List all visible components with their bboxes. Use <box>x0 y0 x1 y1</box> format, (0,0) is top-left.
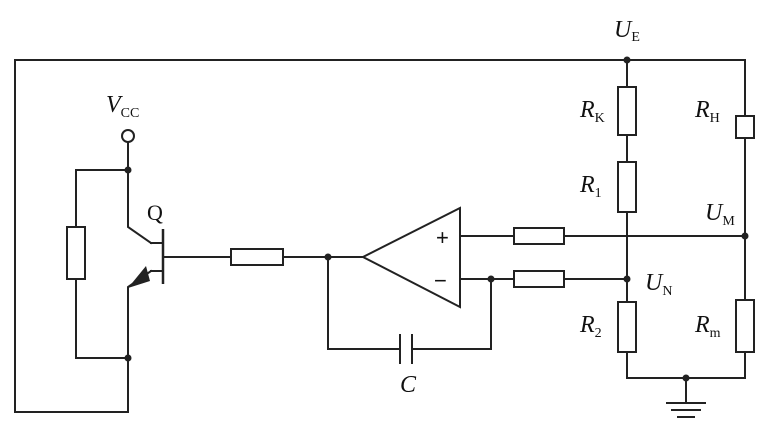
minus-sign: − <box>434 268 447 293</box>
label-ue: UE <box>614 17 640 45</box>
junction-um <box>741 232 749 240</box>
label-rh: RH <box>694 97 720 126</box>
emitter-arrow-icon <box>128 266 150 288</box>
label-r1: R1 <box>579 172 602 201</box>
label-um: UM <box>705 200 735 229</box>
label-vcc: VCC <box>106 92 139 121</box>
junction-emitter <box>124 354 132 362</box>
junction-feedback-output <box>324 253 332 261</box>
resistor-base <box>230 248 284 266</box>
label-c: C <box>400 372 417 398</box>
feedback-wire-left <box>327 256 401 350</box>
label-rk: RK <box>579 97 605 126</box>
vcc-terminal-icon <box>121 129 135 143</box>
resistor-rk <box>617 86 637 136</box>
plus-sign: + <box>436 225 449 250</box>
outer-loop-wire <box>14 59 746 413</box>
resistor-minus-input <box>513 270 565 288</box>
resistor-r2 <box>617 301 637 353</box>
resistor-bypass <box>66 226 86 280</box>
label-q: Q <box>147 200 163 225</box>
opamp <box>360 206 461 309</box>
junction-un <box>623 275 631 283</box>
junction-ground <box>682 374 690 382</box>
ground-icon <box>666 402 706 418</box>
collector-wire <box>127 169 153 245</box>
junction-ue <box>623 56 631 64</box>
junction-collector <box>124 166 132 174</box>
label-r2: R2 <box>579 312 602 341</box>
resistor-plus-input <box>513 227 565 245</box>
resistor-rh <box>735 115 755 139</box>
bypass-wire-top <box>75 169 129 228</box>
resistor-r1 <box>617 161 637 213</box>
bottom-right-wire <box>626 351 746 379</box>
feedback-wire-right <box>411 278 492 350</box>
wires <box>14 59 746 413</box>
label-un: UN <box>645 270 672 299</box>
bypass-wire-bottom <box>75 278 129 359</box>
junctions <box>124 56 749 382</box>
label-rm: Rm <box>694 312 721 341</box>
transistor-q <box>128 229 165 288</box>
junction-feedback-input <box>487 275 495 283</box>
capacitor-c <box>399 334 413 364</box>
resistor-rm <box>735 299 755 353</box>
